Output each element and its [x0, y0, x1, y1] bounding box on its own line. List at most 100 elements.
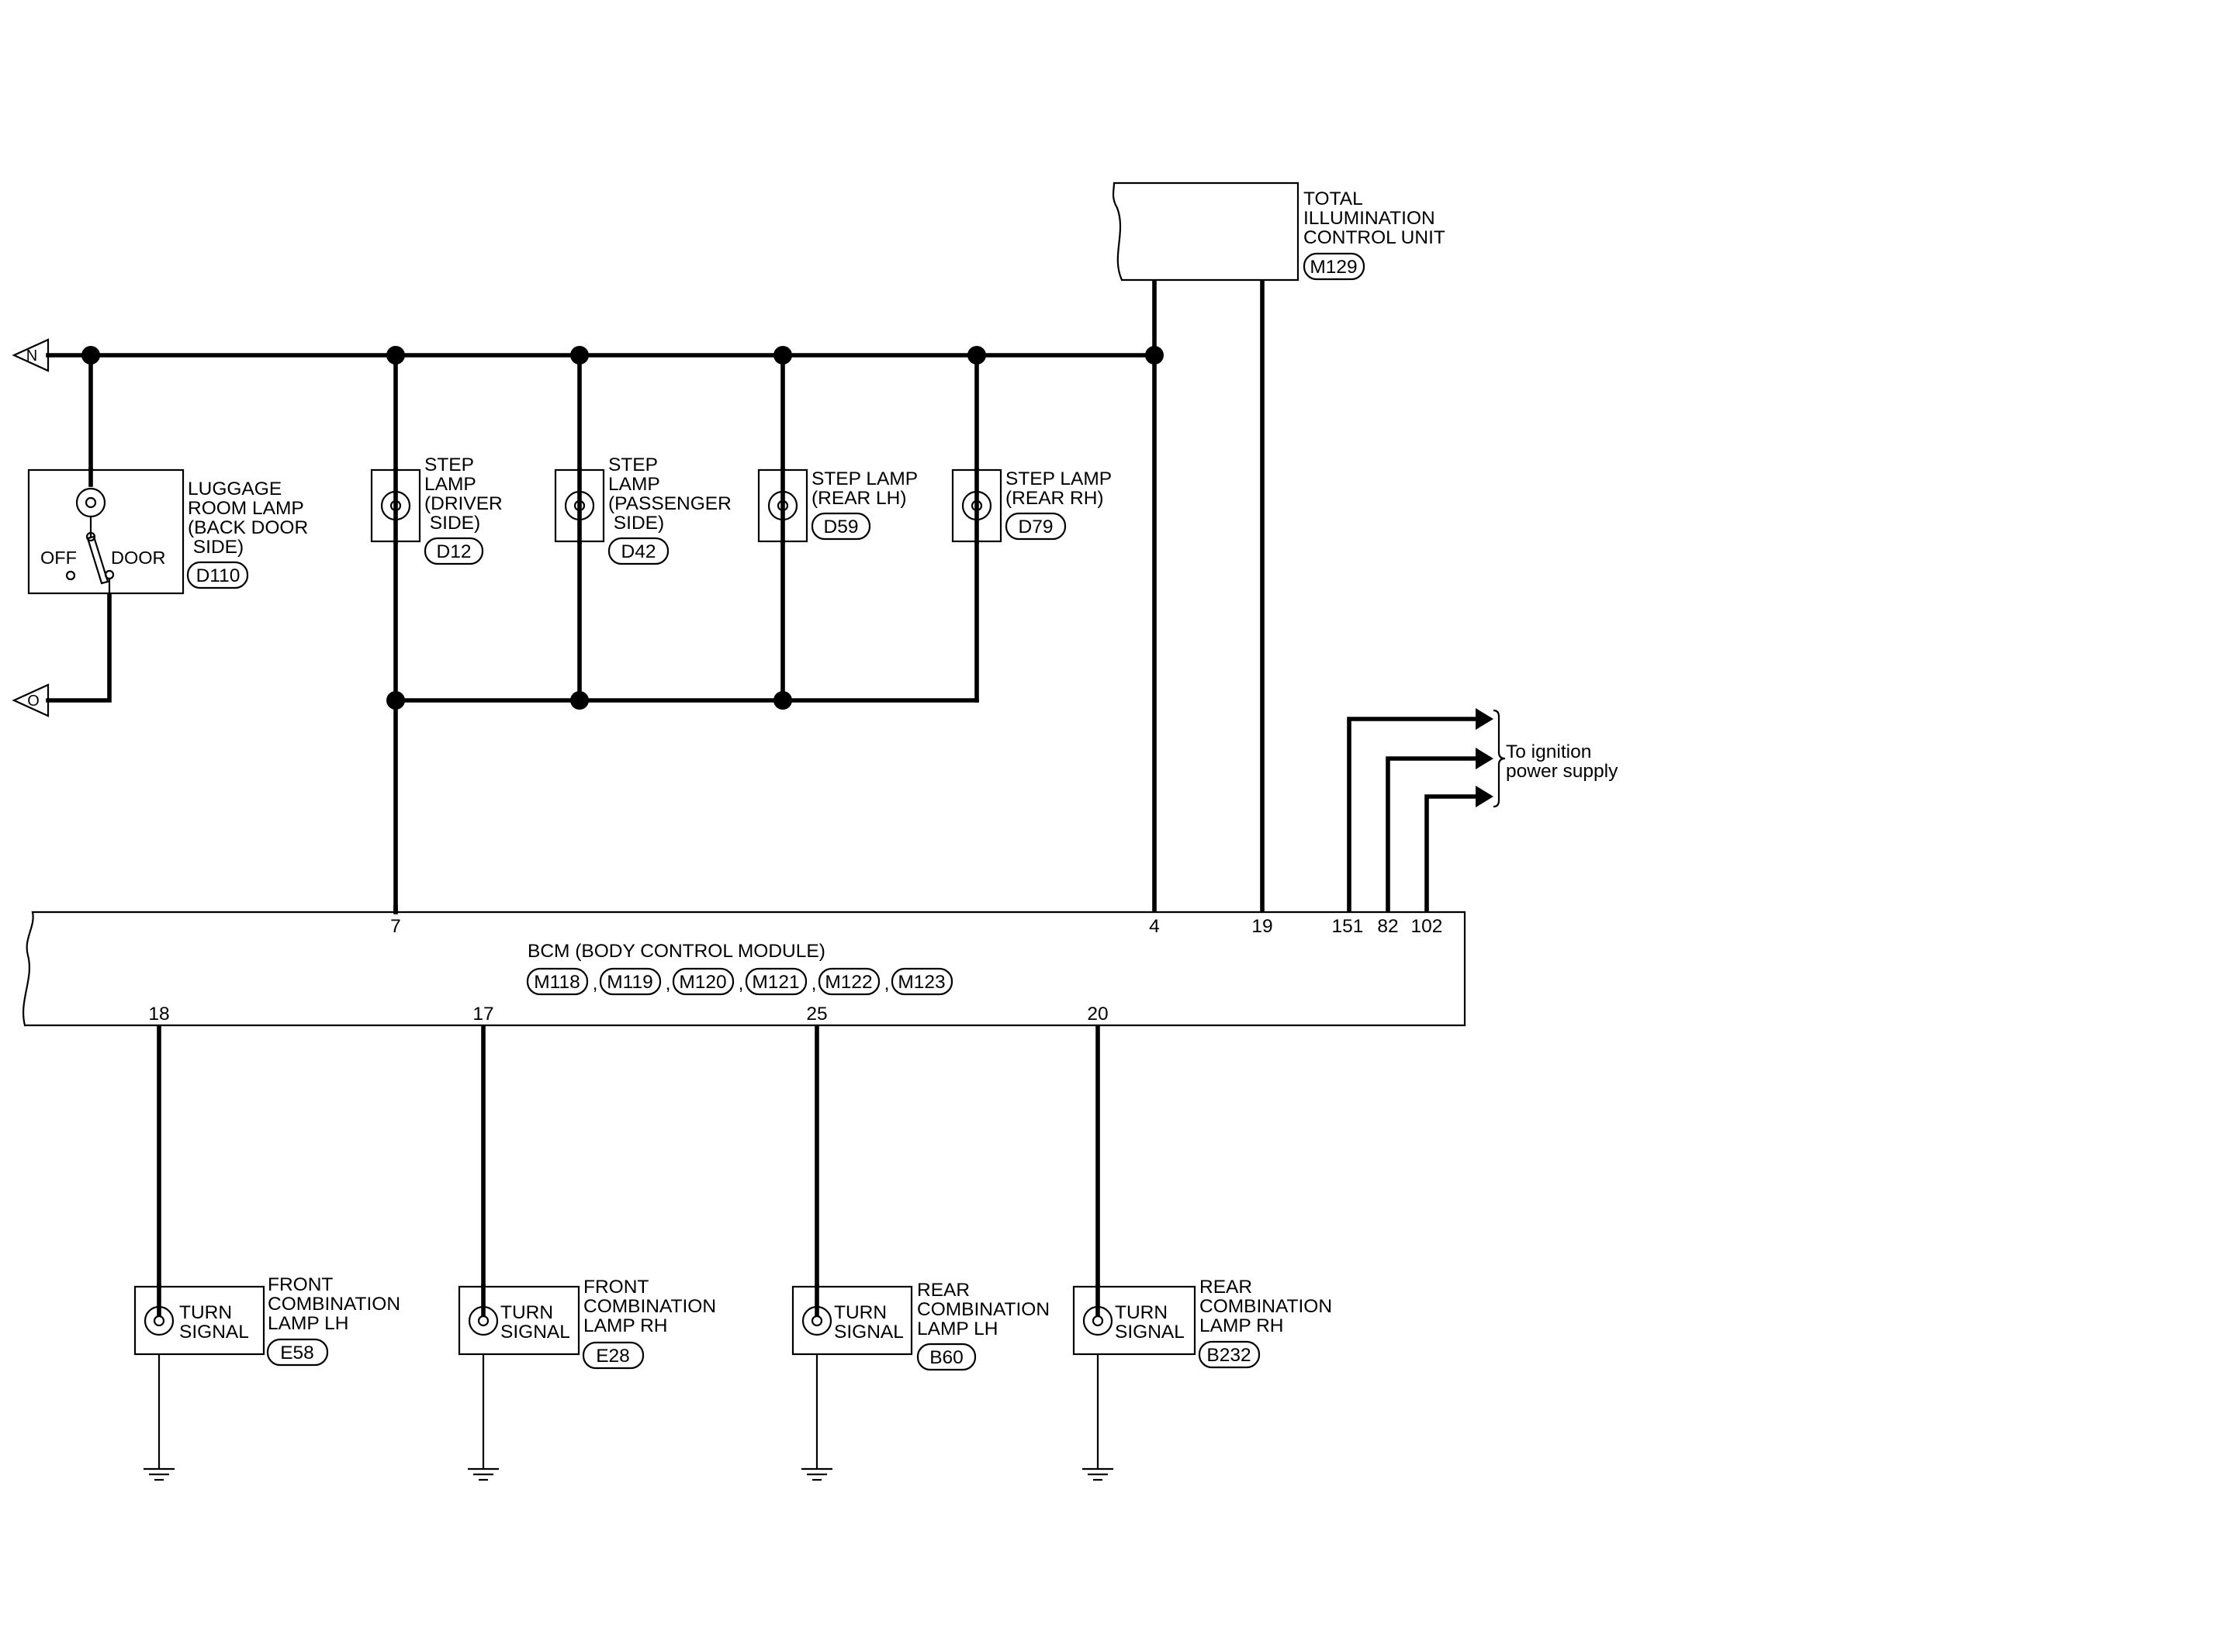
- connector-id: M121: [752, 972, 799, 993]
- step-rear-rh-label-line2: (REAR RH): [1005, 488, 1104, 509]
- bcm-pin-7: 7: [390, 916, 401, 937]
- connector-id: E28: [596, 1346, 630, 1367]
- step-driver-label-line3: (DRIVER: [424, 493, 503, 514]
- offpage-arrow-icon: [12, 683, 50, 717]
- bcm-body-control-module: 7 4 19 151 82 102 18 17 25 20 BCM (BODY …: [22, 905, 1466, 1027]
- connector-badge: [1198, 1340, 1261, 1369]
- connector-badge: [1303, 252, 1365, 281]
- arrow-head-151: [1476, 708, 1493, 730]
- connector-badge: [266, 1338, 329, 1367]
- wire-ign-151: [1347, 717, 1478, 914]
- luggage-room-lamp: OFF DOOR LUGGAGE ROOM LAMP (BACK DOOR SI…: [27, 468, 308, 595]
- connector-id: D42: [621, 541, 656, 562]
- step-rear-lh-label-line2: (REAR LH): [812, 488, 907, 509]
- connector-id: B232: [1206, 1345, 1251, 1366]
- step-rear-lh-label-line1: STEP LAMP: [812, 468, 918, 489]
- bulb-icon: [380, 490, 411, 521]
- connector-badge: [818, 967, 881, 996]
- turn-lamp-rear-lh: TURN SIGNAL REAR COMBINATION LAMP LH B60: [791, 1280, 1050, 1371]
- connector-id: D59: [824, 517, 859, 537]
- turn-lamp-label-line2: COMBINATION: [1199, 1296, 1332, 1317]
- connector-separator: ,: [593, 973, 598, 994]
- connector-badge: [916, 1343, 977, 1371]
- turn-lamp-label-line1: FRONT: [268, 1274, 333, 1295]
- connector-id: M122: [825, 972, 872, 993]
- turn-lamp-inner-line1: TURN: [500, 1302, 553, 1323]
- bulb-filament-icon: [1092, 1315, 1104, 1327]
- ground-icon: [144, 1467, 175, 1481]
- connector-separator: ,: [739, 973, 744, 994]
- switch-off-label: OFF: [40, 548, 77, 568]
- bulb-icon: [801, 1305, 832, 1336]
- turn-lamp-label-line1: REAR: [917, 1280, 970, 1301]
- offpage-connector-n: N: [12, 338, 50, 372]
- bulb-icon: [144, 1305, 175, 1336]
- turn-lamp-label-line2: COMBINATION: [583, 1296, 716, 1317]
- turn-lamp-front-lh: TURN SIGNAL FRONT COMBINATION LAMP LH E5…: [133, 1274, 400, 1367]
- turn-lamp-label-line3: LAMP LH: [268, 1313, 348, 1334]
- offpage-label: O: [27, 693, 40, 710]
- step-passenger-label-line4: SIDE): [608, 513, 664, 534]
- bulb-icon: [767, 490, 798, 521]
- turn-lamp-inner-line2: SIGNAL: [1115, 1322, 1185, 1343]
- bulb-filament-icon: [153, 1315, 165, 1327]
- bcm-pin-17: 17: [472, 1004, 493, 1025]
- step-passenger-label-line2: LAMP: [608, 474, 660, 495]
- connector-badge: [424, 537, 484, 565]
- connector-id: D12: [437, 541, 472, 562]
- bcm-title: BCM (BODY CONTROL MODULE): [528, 941, 825, 962]
- step-lamp-passenger: STEP LAMP (PASSENGER SIDE) D42: [554, 454, 732, 565]
- connector-badge: [599, 967, 662, 996]
- turn-lamp-box: [1072, 1285, 1196, 1356]
- connector-badge: [526, 967, 589, 996]
- luggage-label-line2: ROOM LAMP: [188, 498, 304, 519]
- wire-o-return: [46, 583, 112, 703]
- connector-id: M120: [679, 972, 726, 993]
- turn-lamp-inner-line2: SIGNAL: [179, 1322, 249, 1343]
- tic-label-line1: TOTAL: [1303, 188, 1363, 209]
- connector-id: M118: [534, 972, 580, 993]
- turn-lamp-label-line1: FRONT: [583, 1277, 649, 1298]
- splice-dot: [570, 346, 589, 365]
- splice-dot: [386, 691, 405, 710]
- luggage-label-line1: LUGGAGE: [188, 479, 282, 499]
- bulb-icon: [961, 490, 992, 521]
- turn-lamp-inner-line2: SIGNAL: [500, 1322, 570, 1343]
- step-lamp-driver: STEP LAMP (DRIVER SIDE) D12: [370, 454, 503, 565]
- turn-lamp-rear-rh: TURN SIGNAL REAR COMBINATION LAMP RH B23…: [1072, 1277, 1332, 1369]
- step-driver-label-line4: SIDE): [424, 513, 480, 534]
- bulb-icon: [1082, 1305, 1113, 1336]
- bcm-pin-102: 102: [1411, 916, 1443, 937]
- ground-icon: [1082, 1467, 1113, 1481]
- connector-badge: [811, 512, 871, 541]
- total-illumination-control-unit: TOTAL ILLUMINATION CONTROL UNIT M129: [1112, 181, 1445, 282]
- connector-badge: [672, 967, 735, 996]
- connector-id: M129: [1310, 257, 1357, 278]
- turn-lamp-label-line3: LAMP RH: [583, 1315, 667, 1336]
- connector-id: M123: [898, 972, 945, 993]
- bcm-pin-19: 19: [1251, 916, 1272, 937]
- switch-door-label: DOOR: [111, 548, 166, 568]
- bulb-filament-icon: [573, 499, 586, 512]
- connector-id: M119: [607, 972, 652, 993]
- connector-badge: [891, 967, 953, 996]
- step-lamp-rear-lh: STEP LAMP (REAR LH) D59: [757, 468, 918, 544]
- wire-ign-82: [1386, 756, 1478, 914]
- ground-symbols: [144, 1467, 1113, 1481]
- connector-separator: ,: [884, 973, 890, 994]
- ignition-brace: [1493, 709, 1506, 808]
- tic-label-line3: CONTROL UNIT: [1303, 227, 1445, 248]
- bcm-pin-4: 4: [1149, 916, 1160, 937]
- connector-id: E58: [280, 1343, 314, 1363]
- connector-badge: [607, 537, 670, 565]
- splice-dot: [81, 346, 100, 365]
- ground-icon: [801, 1467, 832, 1481]
- luggage-label-line4: SIDE): [188, 537, 244, 558]
- turn-lamp-label-line2: COMBINATION: [917, 1299, 1050, 1320]
- bulb-filament-icon: [477, 1315, 490, 1327]
- turn-lamp-label-line3: LAMP LH: [917, 1318, 998, 1339]
- connector-badge: [1005, 512, 1067, 541]
- ignition-arrows: [1476, 708, 1493, 807]
- ignition-label-line1: To ignition: [1506, 741, 1591, 762]
